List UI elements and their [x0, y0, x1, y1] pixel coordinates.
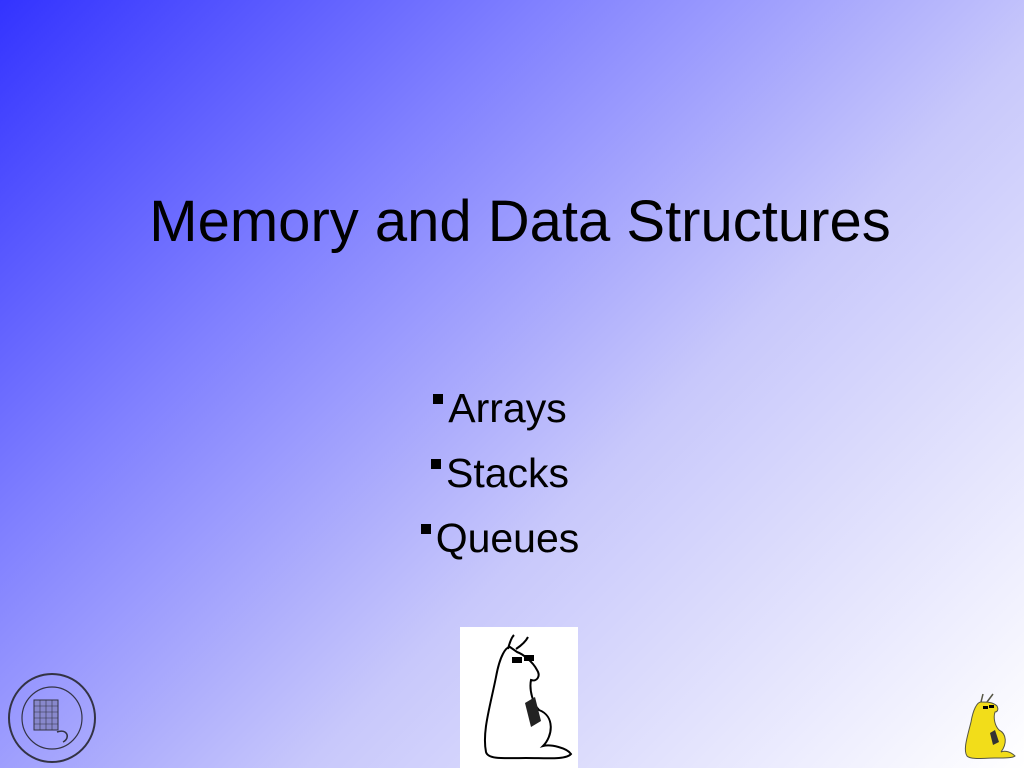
bullet-label: Arrays — [448, 385, 567, 431]
bullet-item: Stacks — [0, 441, 1000, 506]
bullet-list: Arrays Stacks Queues — [0, 376, 1000, 571]
yellow-slug-logo-icon — [964, 693, 1016, 759]
bullet-label: Stacks — [445, 450, 570, 496]
bullet-item: Queues — [0, 506, 1000, 571]
bullet-label: Queues — [435, 515, 580, 561]
slide-title: Memory and Data Structures — [149, 189, 891, 254]
square-bullet-icon — [430, 459, 441, 470]
university-seal-icon — [8, 673, 96, 763]
slug-mascot-illustration — [460, 627, 578, 768]
bullet-item: Arrays — [0, 376, 1000, 441]
square-bullet-icon — [420, 524, 431, 535]
square-bullet-icon — [433, 394, 444, 405]
